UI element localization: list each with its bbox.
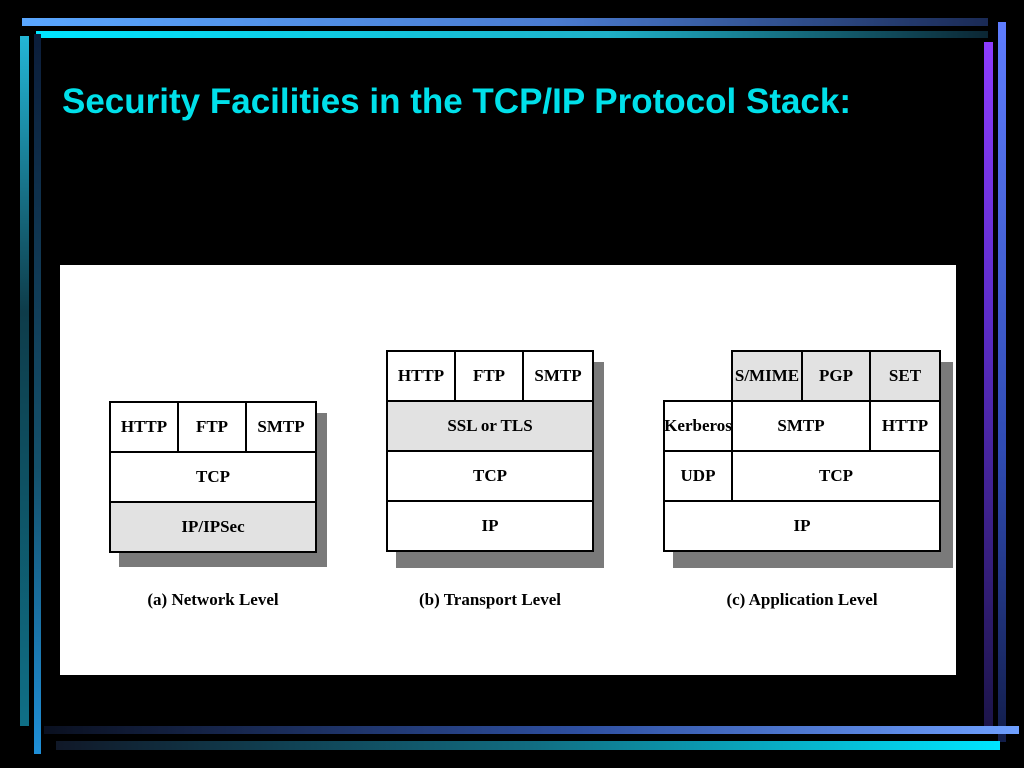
app-tcp-cell: TCP [731, 450, 941, 502]
app-set-cell: SET [869, 350, 941, 402]
frame-bar-left-outer [20, 36, 29, 726]
app-kerberos-cell: Kerberos [663, 400, 733, 452]
app-ip-cell: IP [663, 500, 941, 552]
app-smime-cell: S/MIME [731, 350, 803, 402]
frame-bar-bottom-outer [56, 741, 1000, 750]
frame-bar-top-outer [22, 18, 988, 26]
network-ftp-cell: FTP [177, 401, 247, 453]
network-ipsec-cell: IP/IPSec [109, 501, 317, 553]
network-tcp-cell: TCP [109, 451, 317, 503]
transport-level-caption: (b) Transport Level [419, 590, 561, 609]
network-smtp-cell: SMTP [245, 401, 317, 453]
frame-bar-left-inner [34, 34, 41, 754]
app-http-cell: HTTP [869, 400, 941, 452]
application-level-stack: S/MIME PGP SET Kerberos SMTP HTTP UDP TC… [663, 350, 953, 568]
app-smtp-cell: SMTP [731, 400, 871, 452]
app-pgp-cell: PGP [801, 350, 871, 402]
transport-ip-cell: IP [386, 500, 594, 552]
network-level-caption: (a) Network Level [147, 590, 279, 609]
frame-bar-right-inner [984, 42, 993, 732]
transport-ssl-tls-cell: SSL or TLS [386, 400, 594, 452]
slide-title: Security Facilities in the TCP/IP Protoc… [62, 82, 852, 121]
transport-http-cell: HTTP [386, 350, 456, 402]
transport-smtp-cell: SMTP [522, 350, 594, 402]
network-http-cell: HTTP [109, 401, 179, 453]
transport-level-stack: HTTP FTP SMTP SSL or TLS TCP IP [386, 350, 604, 568]
transport-ftp-cell: FTP [454, 350, 524, 402]
transport-tcp-cell: TCP [386, 450, 594, 502]
frame-bar-top-inner [36, 31, 988, 38]
application-level-caption: (c) Application Level [726, 590, 878, 609]
app-udp-cell: UDP [663, 450, 733, 502]
protocol-stack-figure: HTTP FTP SMTP TCP IP/IPSec (a) Network L… [60, 265, 956, 675]
frame-bar-bottom-inner [44, 726, 1019, 734]
network-level-stack: HTTP FTP SMTP TCP IP/IPSec [109, 401, 327, 567]
frame-bar-right-outer [998, 22, 1006, 742]
